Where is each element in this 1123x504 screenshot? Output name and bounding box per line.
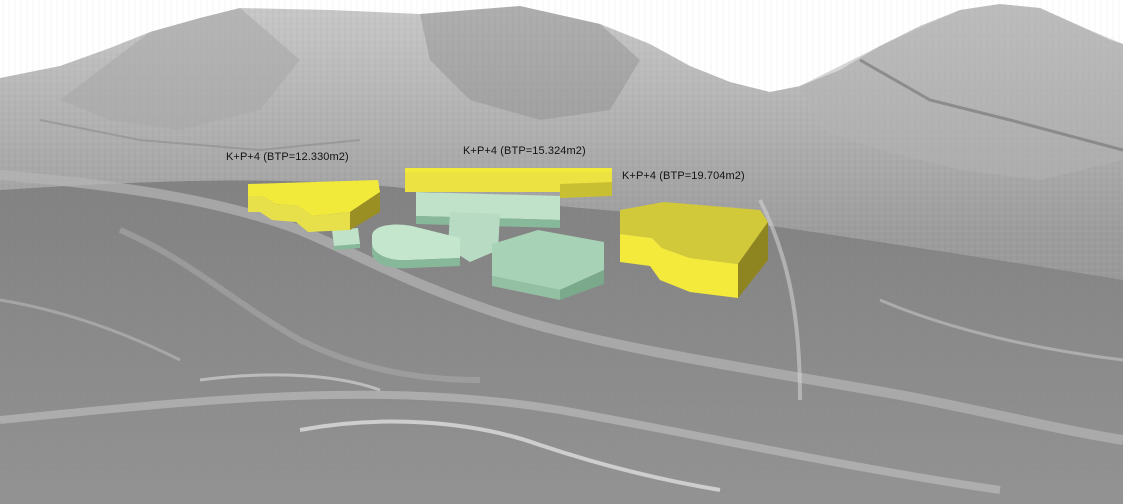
existing-block-4-front	[492, 276, 560, 300]
existing-block-4	[492, 230, 604, 290]
left-ridge-line	[39, 119, 361, 152]
west-front	[248, 196, 350, 232]
existing-buildings	[332, 192, 604, 300]
proposed-building-east	[620, 202, 768, 298]
road-secondary	[0, 390, 1001, 494]
building-label-east: K+P+4 (BTP=19.704m2)	[622, 170, 745, 182]
existing-block-2	[448, 212, 500, 262]
east-front	[620, 234, 738, 298]
west-side	[350, 192, 380, 230]
road-main	[0, 170, 1123, 445]
building-label-north: K+P+4 (BTP=15.324m2)	[463, 145, 586, 157]
road-left-bend	[118, 227, 481, 383]
left-ridge-shade	[60, 8, 300, 130]
proposed-building-north	[405, 168, 612, 198]
right-ridge-shade	[800, 4, 1123, 180]
terrace-5	[0, 298, 181, 362]
valley-floor	[0, 180, 1123, 504]
right-ridge-line	[859, 58, 1123, 152]
existing-block-3	[372, 224, 460, 261]
terrace-2	[199, 373, 381, 392]
building-label-west: K+P+4 (BTP=12.330m2)	[226, 151, 349, 163]
terrace-1	[299, 419, 721, 492]
east-side	[738, 222, 768, 298]
west-roof	[248, 180, 380, 216]
terrace-4	[879, 298, 1123, 362]
existing-block-3-side	[372, 244, 460, 269]
north-roof	[405, 168, 612, 172]
proposed-building-west	[248, 180, 380, 232]
terrace-3	[758, 199, 802, 401]
north-side	[560, 182, 612, 198]
east-roof	[620, 202, 768, 264]
existing-block-4-side	[560, 270, 604, 300]
center-ridge-shade	[420, 6, 640, 120]
existing-small-block-side	[334, 244, 360, 250]
existing-small-block	[332, 228, 360, 246]
